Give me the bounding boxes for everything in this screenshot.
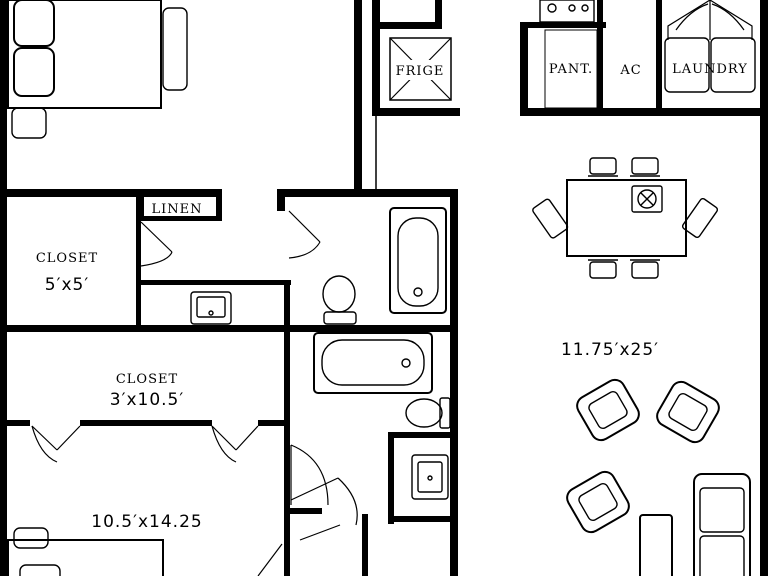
bathtub-upper [389,207,447,314]
stove [539,0,595,23]
armchair-1 [576,378,640,442]
ac-label: AC [619,63,641,78]
door-lower [257,543,283,576]
bath-door-upper [288,210,321,259]
armchair-3 [566,470,630,534]
closet-long-dims: 3′x10.5′ [110,390,184,410]
closet-small-dims: 5′x5′ [45,275,89,295]
sink-nook [190,291,232,325]
toilet-upper [322,275,357,325]
fridge: FRIGE [389,37,452,101]
laundry-label: LAUNDRY [672,62,748,77]
pantry: PANT. [544,29,598,109]
living-dims: 11.75′x25′ [561,340,659,360]
bedroom-dims: 10.5′x14.25 [91,512,202,532]
bathtub-lower [313,332,433,394]
fridge-label: FRIGE [396,64,445,79]
sink-lower [411,454,449,500]
coffee-table [639,514,673,576]
dining-table [532,157,719,279]
ac-closet: AC [619,63,641,78]
bed-top [7,0,188,139]
pantry-label: PANT. [549,62,593,77]
laundry: LAUNDRY [664,0,756,93]
armchair-2 [656,380,720,444]
closet-long-doors [31,425,259,463]
closet-small-name: CLOSET [36,251,98,266]
closet-long-name: CLOSET [116,372,178,387]
sofa [693,473,751,576]
bath-doors-lower [290,444,358,541]
bed-bottom [7,527,164,576]
toilet-lower [405,397,451,429]
linen-label: LINEN [151,202,202,217]
closet-small-door [140,221,173,267]
